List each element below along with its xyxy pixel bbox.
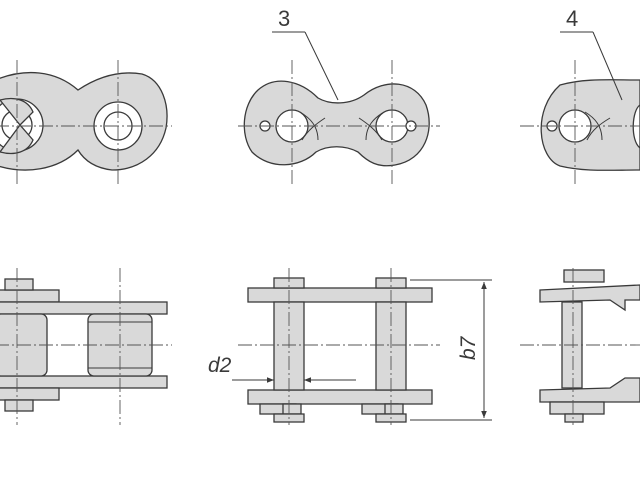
dimension-d2: d2: [208, 354, 356, 383]
offset-link-plate-top: [540, 79, 640, 171]
b7-label: b7: [457, 335, 480, 360]
callout-3: 3: [272, 6, 339, 101]
top-centerlines: [0, 60, 640, 185]
d2-label: d2: [208, 354, 232, 377]
offset-link-side: [539, 269, 640, 423]
side-centerlines: [0, 268, 640, 425]
connecting-link-plate-top: [243, 80, 430, 167]
callout-4-label: 4: [566, 6, 578, 31]
callout-3-label: 3: [278, 6, 290, 31]
connecting-link-side: [247, 277, 433, 423]
roller-link-plate-top: [0, 71, 168, 171]
callout-4: 4: [560, 6, 623, 101]
dimension-b7: b7: [410, 279, 492, 421]
